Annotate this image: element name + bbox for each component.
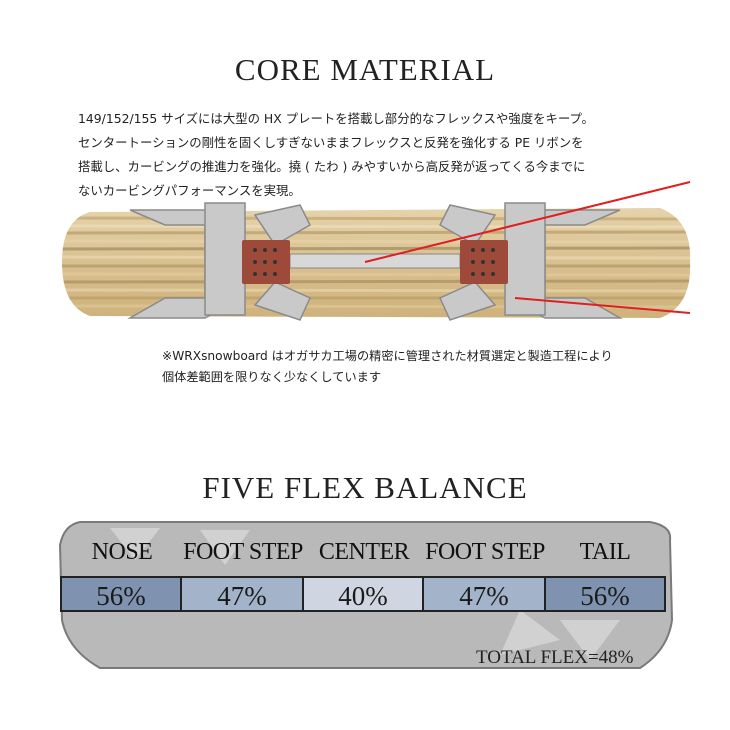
hx-plate-left (127, 202, 311, 321)
note-line: 個体差範囲を限りなく少なくしています (162, 370, 382, 384)
zone-value-foot-step-front: 47% (182, 576, 304, 612)
core-material-title: CORE MATERIAL (234, 52, 496, 87)
description-line: ないカービングパフォーマンスを実現。 (78, 183, 301, 198)
core-description: 149/152/155 サイズには大型の HX プレートを搭載し部分的なフレック… (78, 107, 678, 203)
description-line: 搭載し、カービングの推進力を強化。撓 ( たわ ) みやすいから高反発が返ってく… (78, 159, 586, 174)
zone-label-center: CENTER (318, 539, 410, 565)
zone-label-foot-step-rear: FOOT STEP (425, 539, 545, 565)
zone-value-center: 40% (304, 576, 424, 612)
zone-value-tail: 56% (546, 576, 666, 612)
note-line: ※WRXsnowboard はオガサカ工場の精密に管理された材質選定と製造工程に… (162, 349, 613, 363)
insert-holes-left (253, 248, 277, 276)
zone-value-foot-step-rear: 47% (424, 576, 546, 612)
description-line: 149/152/155 サイズには大型の HX プレートを搭載し部分的なフレック… (78, 111, 594, 126)
total-flex: TOTAL FLEX=48% (476, 647, 634, 668)
zone-label-tail: TAIL (579, 539, 631, 565)
zone-value-nose: 56% (60, 576, 182, 612)
manufacturing-note: ※WRXsnowboard はオガサカ工場の精密に管理された材質選定と製造工程に… (162, 346, 692, 388)
callout-line-ribbon (364, 181, 691, 263)
description-line: センタートーションの剛性を固くしすぎないままフレックスと反発を強化する PE リ… (78, 135, 584, 150)
insert-holes-right (471, 248, 495, 276)
callout-line-plate (514, 297, 691, 314)
zone-label-foot-step-front: FOOT STEP (183, 539, 303, 565)
zone-label-nose: NOSE (91, 539, 153, 565)
five-flex-balance-title: FIVE FLEX BALANCE (202, 470, 528, 505)
